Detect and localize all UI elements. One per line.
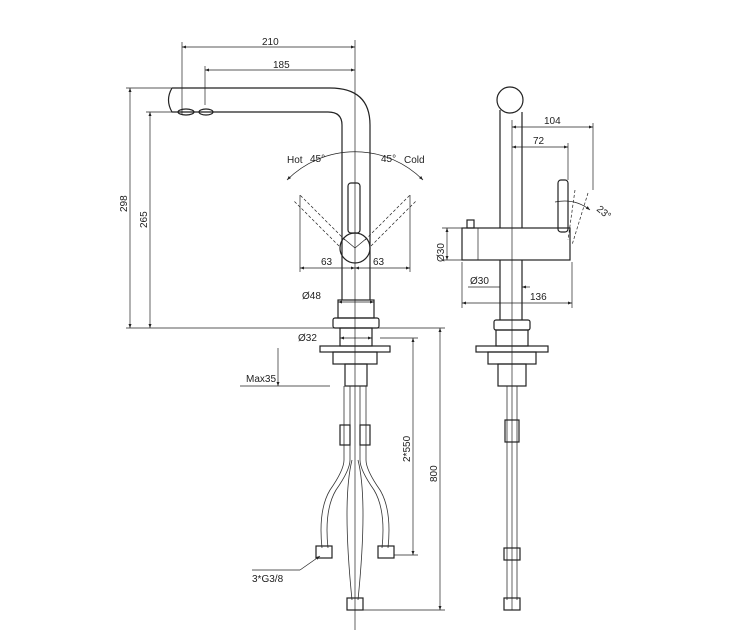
dim-2x550: 2*550 xyxy=(402,435,413,462)
dim-185: 185 xyxy=(273,60,290,71)
body-collar xyxy=(337,299,375,319)
dim-800: 800 xyxy=(429,465,440,482)
handle-rod xyxy=(347,182,361,234)
dim-d48: Ø48 xyxy=(302,291,321,302)
dim-d30-horizontal: Ø30 xyxy=(470,276,489,287)
dim-265: 265 xyxy=(139,211,150,228)
dim-104: 104 xyxy=(544,116,561,127)
hot-label: Hot xyxy=(287,155,303,166)
dim-210: 210 xyxy=(262,37,279,48)
dim-d32: Ø32 xyxy=(298,333,317,344)
dim-298: 298 xyxy=(119,195,130,212)
spout xyxy=(167,87,371,300)
hoses xyxy=(315,386,395,611)
hot-angle: 45° xyxy=(310,154,325,165)
dim-d30-vertical: Ø30 xyxy=(436,243,447,262)
dim-connection: 3*G3/8 xyxy=(252,574,284,585)
cold-angle: 45° xyxy=(381,154,396,165)
dim-72: 72 xyxy=(533,136,545,147)
cold-label: Cold xyxy=(404,155,425,166)
dim-max35: Max35 xyxy=(246,374,276,385)
spout-head xyxy=(496,86,524,114)
rotation-arc xyxy=(286,151,424,181)
dim-136: 136 xyxy=(530,292,547,303)
side-handle-rod xyxy=(557,179,569,233)
front-view: Hot 45° 45° Cold 210 185 298 265 63 63 Ø… xyxy=(119,37,445,630)
handle-hub xyxy=(339,232,371,264)
dim-63-left: 63 xyxy=(321,257,333,268)
dim-23deg: 23° xyxy=(594,204,613,222)
side-view: 23° 104 72 Ø30 Ø30 136 xyxy=(436,86,613,611)
side-body xyxy=(461,227,571,261)
dim-63-right: 63 xyxy=(373,257,385,268)
